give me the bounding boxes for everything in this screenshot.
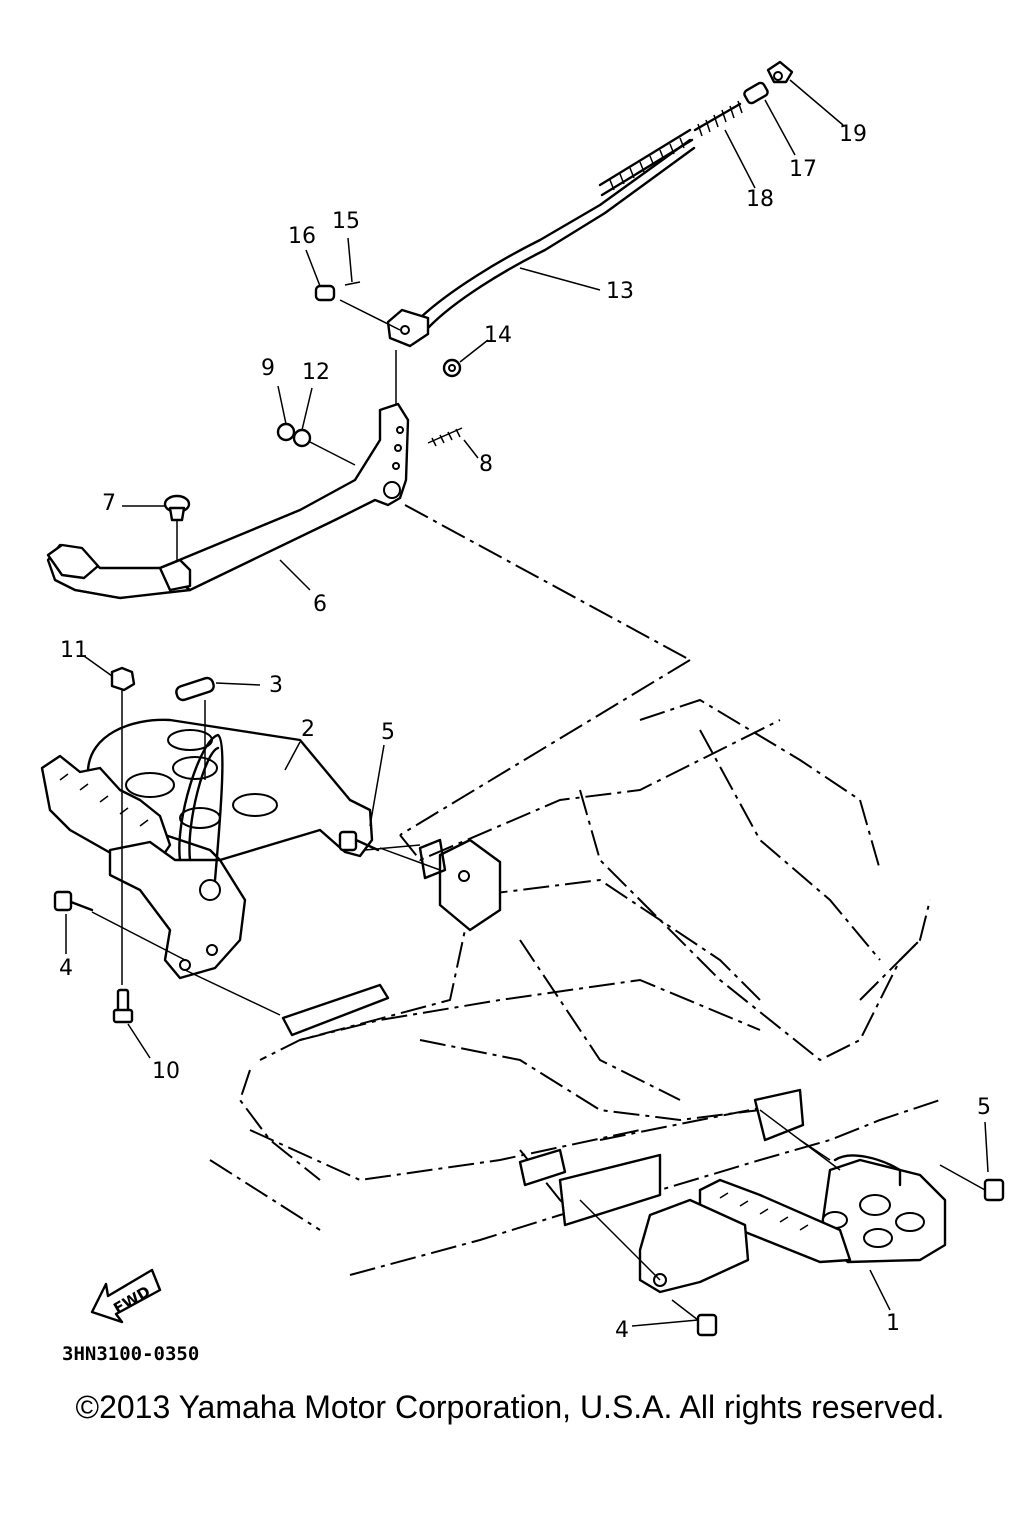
part-number-19: 19 (839, 122, 867, 147)
frame-brackets (281, 838, 805, 1227)
diagram-code: 3HN3100-0350 (62, 1343, 199, 1365)
brake-rod-assembly (314, 60, 794, 447)
fwd-label: FWD (110, 1282, 153, 1317)
part-number-14: 14 (484, 323, 512, 348)
part-number-4: 4 (59, 956, 73, 981)
part-number-5: 5 (381, 720, 395, 745)
part-number-12: 12 (302, 360, 330, 385)
part-number-10: 10 (152, 1059, 180, 1084)
part-number-8: 8 (479, 452, 493, 477)
fwd-arrow-icon: FWD (90, 1268, 162, 1324)
part-number-5: 5 (977, 1095, 991, 1120)
part-number-6: 6 (313, 592, 327, 617)
brake-pedal (46, 402, 691, 661)
part-number-4: 4 (615, 1318, 629, 1343)
part-number-11: 11 (60, 638, 88, 663)
part-number-2: 2 (301, 717, 315, 742)
part-number-1: 1 (886, 1311, 900, 1336)
right-footrest (579, 1109, 1005, 1337)
copyright-notice: ©2013 Yamaha Motor Corporation, U.S.A. A… (75, 1389, 944, 1425)
part-number-7: 7 (102, 491, 116, 516)
left-footrest (40, 666, 441, 1024)
part-number-18: 18 (746, 187, 774, 212)
part-number-17: 17 (789, 157, 817, 182)
part-number-labels: 19 17 18 15 16 13 14 9 12 8 7 6 11 3 2 5… (59, 122, 991, 1343)
part-number-3: 3 (269, 673, 283, 698)
leader-lines (65, 79, 989, 1327)
part-number-13: 13 (606, 279, 634, 304)
part-number-9: 9 (261, 356, 275, 381)
part-number-15: 15 (332, 209, 360, 234)
part-number-16: 16 (288, 224, 316, 249)
